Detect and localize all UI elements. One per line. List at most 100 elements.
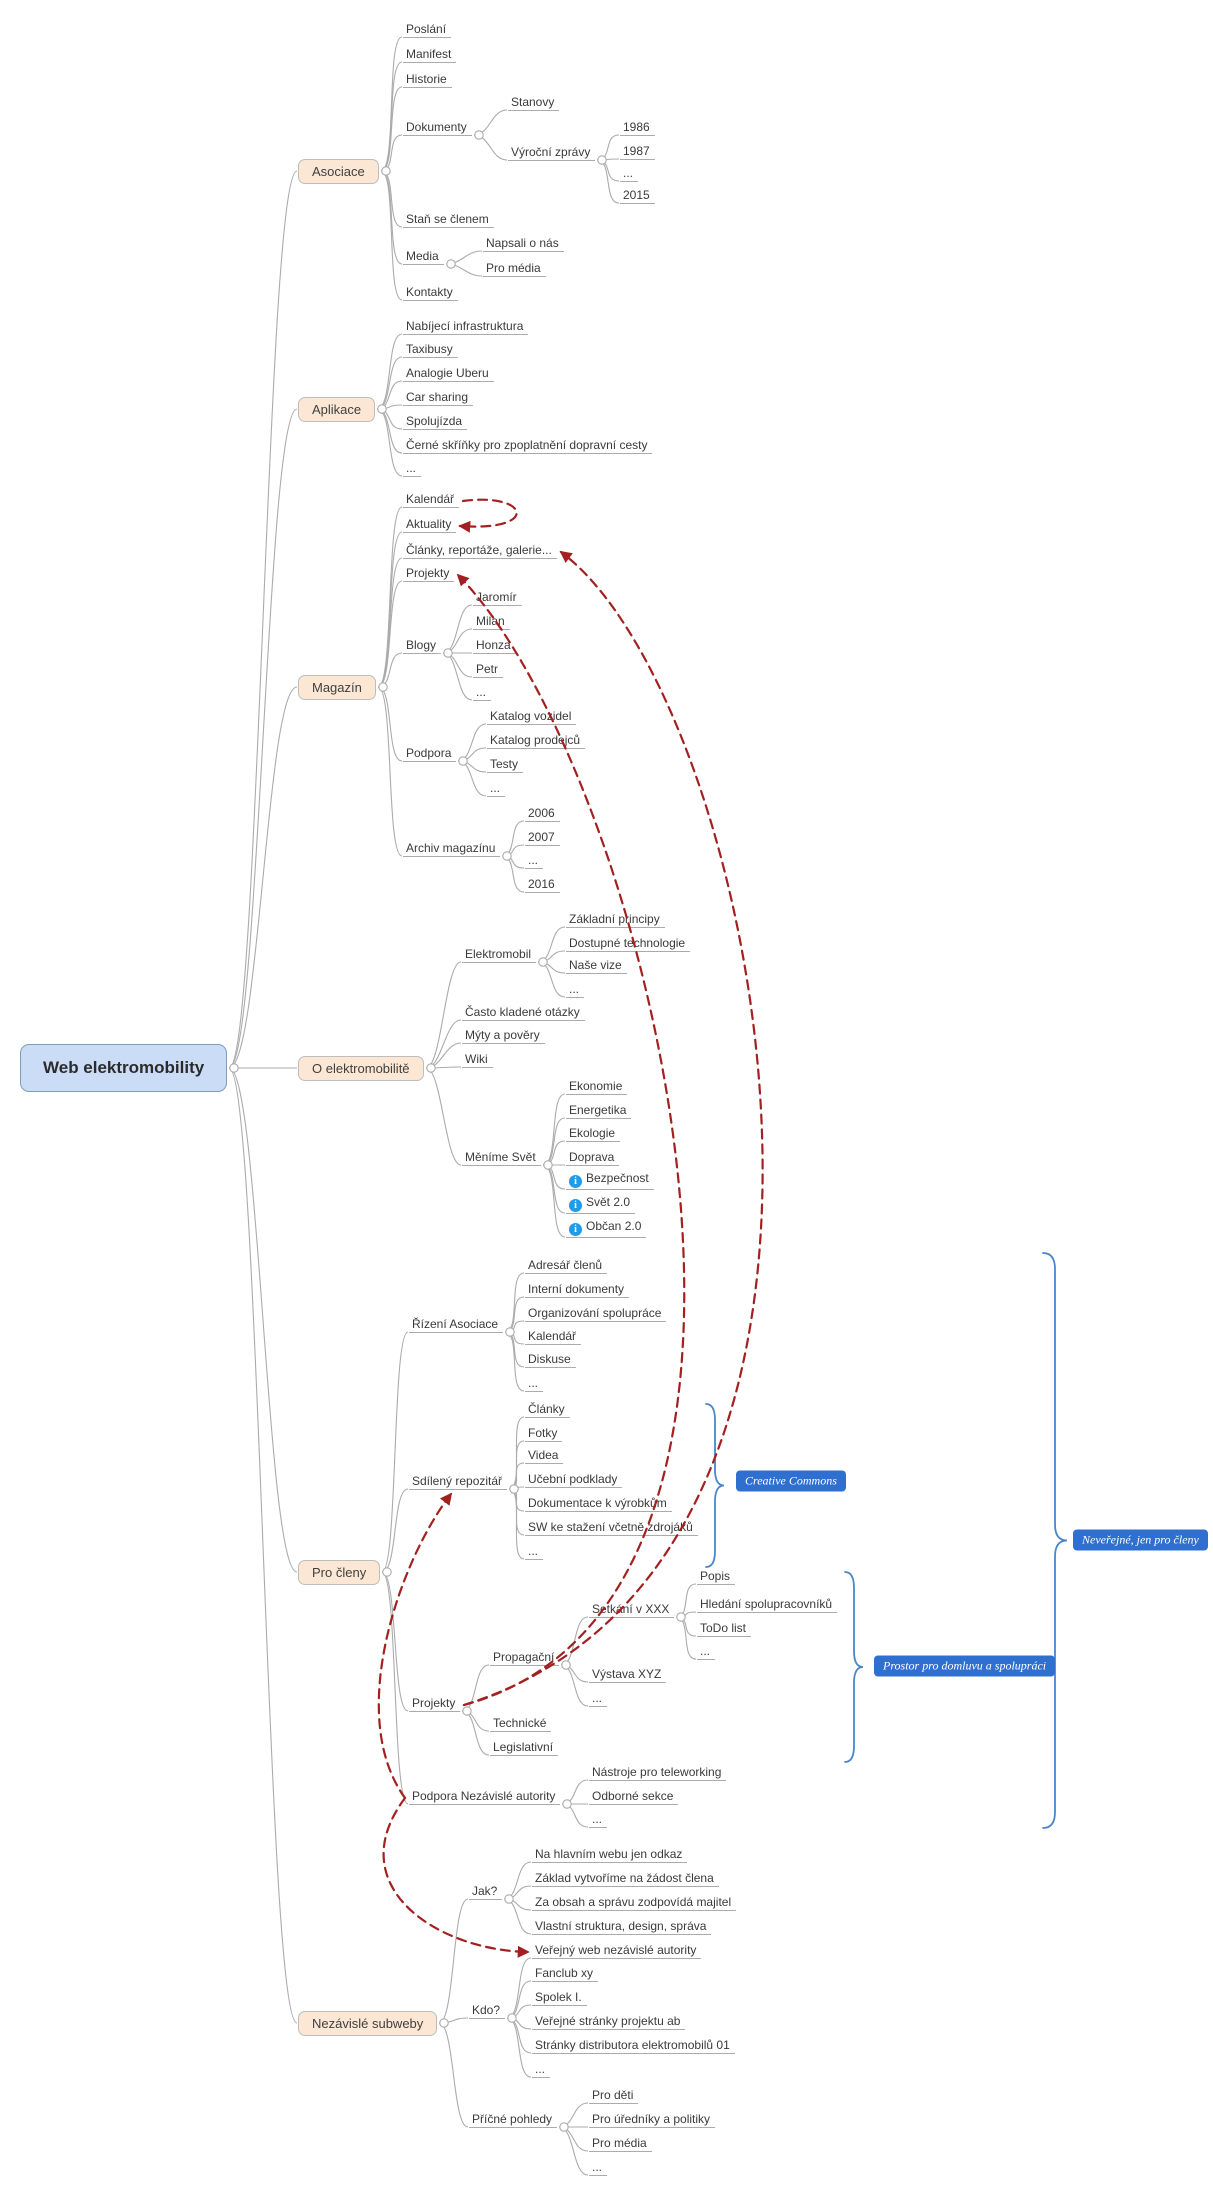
mindmap-node-honza[interactable]: Honza xyxy=(473,637,516,654)
mindmap-node-ekonomie[interactable]: Ekonomie xyxy=(566,1078,628,1095)
fold-toggle[interactable] xyxy=(462,1706,472,1716)
mindmap-node-mg-kalendar[interactable]: Kalendář xyxy=(403,491,460,508)
mindmap-node-propagacni[interactable]: Propagační xyxy=(490,1649,560,1666)
mindmap-node-magazin[interactable]: Magazín xyxy=(298,674,376,700)
mindmap-node-item[interactable]: ... xyxy=(620,165,639,182)
mindmap-node-hledani-spolupracovniku[interactable]: Hledání spolupracovníků xyxy=(697,1596,838,1613)
mindmap-node-2007[interactable]: 2007 xyxy=(525,829,560,846)
mindmap-node-doprava[interactable]: Doprava xyxy=(566,1149,620,1166)
mindmap-node-zaklad-vytvorime-na-zadost-clena[interactable]: Základ vytvoříme na žádost člena xyxy=(532,1870,719,1887)
mindmap-node-2015[interactable]: 2015 xyxy=(620,187,655,204)
mindmap-node-pro-uredniky-a-politiky[interactable]: Pro úředníky a politiky xyxy=(589,2111,716,2128)
mindmap-node-aplikace[interactable]: Aplikace xyxy=(298,396,376,422)
mindmap-node-jak[interactable]: Jak? xyxy=(469,1883,503,1900)
mindmap-node-kdo[interactable]: Kdo? xyxy=(469,2002,506,2019)
fold-toggle[interactable] xyxy=(439,2018,449,2028)
fold-toggle[interactable] xyxy=(474,130,484,140)
mindmap-node-za-obsah-a-spravu-zodpovida-majitel[interactable]: Za obsah a správu zodpovídá majitel xyxy=(532,1894,737,1911)
mindmap-node-pro-media[interactable]: Pro média xyxy=(589,2135,652,2152)
mindmap-node-ucebni-podklady[interactable]: Učební podklady xyxy=(525,1471,623,1488)
fold-toggle[interactable] xyxy=(382,1567,392,1577)
fold-toggle[interactable] xyxy=(507,2013,517,2023)
mindmap-node-vlastni-struktura-design-sprava[interactable]: Vlastní struktura, design, správa xyxy=(532,1918,712,1935)
mindmap-node-kontakty[interactable]: Kontakty xyxy=(403,284,458,301)
mindmap-node-rizeni-asociace[interactable]: Řízení Asociace xyxy=(409,1316,504,1333)
fold-toggle[interactable] xyxy=(597,155,607,165)
mindmap-node-item[interactable]: ... xyxy=(566,981,585,998)
mindmap-node-nase-vize[interactable]: Naše vize xyxy=(566,957,627,974)
brace-label-prostor[interactable]: Prostor pro domluvu a spolupráci xyxy=(874,1655,1056,1677)
mindmap-node-mg-projekty[interactable]: Projekty xyxy=(403,565,455,582)
fold-toggle[interactable] xyxy=(443,648,453,658)
mindmap-node-pricne-pohledy[interactable]: Příčné pohledy xyxy=(469,2111,558,2128)
mindmap-node-pro-deti[interactable]: Pro děti xyxy=(589,2087,639,2104)
mindmap-node-videa[interactable]: Videa xyxy=(525,1447,564,1464)
mindmap-node-petr[interactable]: Petr xyxy=(473,661,504,678)
mindmap-node-odborne-sekce[interactable]: Odborné sekce xyxy=(589,1788,679,1805)
mindmap-node-blogy[interactable]: Blogy xyxy=(403,637,442,654)
mindmap-node-archiv-magazinu[interactable]: Archiv magazínu xyxy=(403,840,501,857)
mindmap-node-ns-verejny[interactable]: Veřejný web nezávislé autority xyxy=(532,1942,702,1959)
mindmap-node-technicke[interactable]: Technické xyxy=(490,1715,552,1732)
mindmap-node-jaromir[interactable]: Jaromír xyxy=(473,589,522,606)
mindmap-node-2006[interactable]: 2006 xyxy=(525,805,560,822)
mindmap-node-item[interactable]: ... xyxy=(589,2159,608,2176)
fold-toggle[interactable] xyxy=(426,1063,436,1073)
mindmap-node-oelektromobilite[interactable]: O elektromobilitě xyxy=(298,1055,424,1081)
brace-label-neverejne[interactable]: Neveřejné, jen pro členy xyxy=(1073,1529,1208,1551)
mindmap-node-item[interactable]: ... xyxy=(525,1375,544,1392)
mindmap-node-car-sharing[interactable]: Car sharing xyxy=(403,389,474,406)
mindmap-node-pc-podpora[interactable]: Podpora Nezávislé autority xyxy=(409,1788,561,1805)
mindmap-node-milan[interactable]: Milan xyxy=(473,613,510,630)
mindmap-node-testy[interactable]: Testy xyxy=(487,756,524,773)
mindmap-node-zakladni-principy[interactable]: Základní principy xyxy=(566,911,665,928)
fold-toggle[interactable] xyxy=(502,851,512,861)
mindmap-node-stanovy[interactable]: Stanovy xyxy=(508,94,560,111)
mindmap-node-item[interactable]: ... xyxy=(589,1690,608,1707)
mindmap-node-item[interactable]: ... xyxy=(532,2061,551,2078)
fold-toggle[interactable] xyxy=(446,259,456,269)
mindmap-node-wiki[interactable]: Wiki xyxy=(462,1051,493,1068)
mindmap-node-item[interactable]: ... xyxy=(525,852,544,869)
mindmap-node-ekologie[interactable]: Ekologie xyxy=(566,1125,621,1142)
mindmap-node-clanky[interactable]: Články xyxy=(525,1401,570,1418)
mindmap-node-item[interactable]: ... xyxy=(697,1643,716,1660)
mindmap-node-casto-kladene-otazky[interactable]: Často kladené otázky xyxy=(462,1004,585,1021)
mindmap-node-sw-ke-stazeni-vcetne-zdrojaku[interactable]: SW ke stažení včetně zdrojáků xyxy=(525,1519,698,1536)
mindmap-node-2016[interactable]: 2016 xyxy=(525,876,560,893)
mindmap-node-organizovani-spoluprace[interactable]: Organizování spolupráce xyxy=(525,1305,667,1322)
mindmap-node-spolek-i[interactable]: Spolek I. xyxy=(532,1989,587,2006)
mindmap-node-dokumentace-k-vyrobkum[interactable]: Dokumentace k výrobkům xyxy=(525,1495,672,1512)
fold-toggle[interactable] xyxy=(562,1799,572,1809)
mindmap-node-kalendar[interactable]: Kalendář xyxy=(525,1328,582,1345)
mindmap-node-poslani[interactable]: Poslání xyxy=(403,21,452,38)
mindmap-node-nezavisle[interactable]: Nezávislé subweby xyxy=(298,2010,438,2036)
mindmap-node-pc-projekty[interactable]: Projekty xyxy=(409,1695,461,1712)
fold-toggle[interactable] xyxy=(504,1894,514,1904)
mindmap-node-root[interactable]: Web elektromobility xyxy=(20,1044,228,1092)
mindmap-node-taxibusy[interactable]: Taxibusy xyxy=(403,341,458,358)
mindmap-node-historie[interactable]: Historie xyxy=(403,71,452,88)
fold-toggle[interactable] xyxy=(543,1160,553,1170)
mindmap-node-dostupne-technologie[interactable]: Dostupné technologie xyxy=(566,935,691,952)
mindmap-node-stan-se-clenem[interactable]: Staň se členem xyxy=(403,211,494,228)
mindmap-node-fanclub-xy[interactable]: Fanclub xy xyxy=(532,1965,599,1982)
mindmap-node-manifest[interactable]: Manifest xyxy=(403,46,457,63)
mindmap-node-adresar-clenu[interactable]: Adresář členů xyxy=(525,1257,608,1274)
mindmap-node-energetika[interactable]: Energetika xyxy=(566,1102,632,1119)
mindmap-node-pc-sdileny[interactable]: Sdílený repozitář xyxy=(409,1473,508,1490)
fold-toggle[interactable] xyxy=(381,166,391,176)
mindmap-node-1986[interactable]: 1986 xyxy=(620,119,655,136)
fold-toggle[interactable] xyxy=(229,1063,239,1073)
mindmap-node-mg-aktuality[interactable]: Aktuality xyxy=(403,516,457,533)
fold-toggle[interactable] xyxy=(509,1484,519,1494)
mindmap-node-todo-list[interactable]: ToDo list xyxy=(697,1620,752,1637)
mindmap-node-dokumenty[interactable]: Dokumenty xyxy=(403,119,472,136)
mindmap-node-verejne-stranky-projektu-ab[interactable]: Veřejné stránky projektu ab xyxy=(532,2013,686,2030)
mindmap-node-item[interactable]: ... xyxy=(487,780,506,797)
mindmap-node-pro-media[interactable]: Pro média xyxy=(483,260,546,277)
fold-toggle[interactable] xyxy=(676,1612,686,1622)
mindmap-node-cerne-skrinky-pro-zpoplatneni-dopravni-cesty[interactable]: Černé skříňky pro zpoplatnění dopravní c… xyxy=(403,437,653,454)
